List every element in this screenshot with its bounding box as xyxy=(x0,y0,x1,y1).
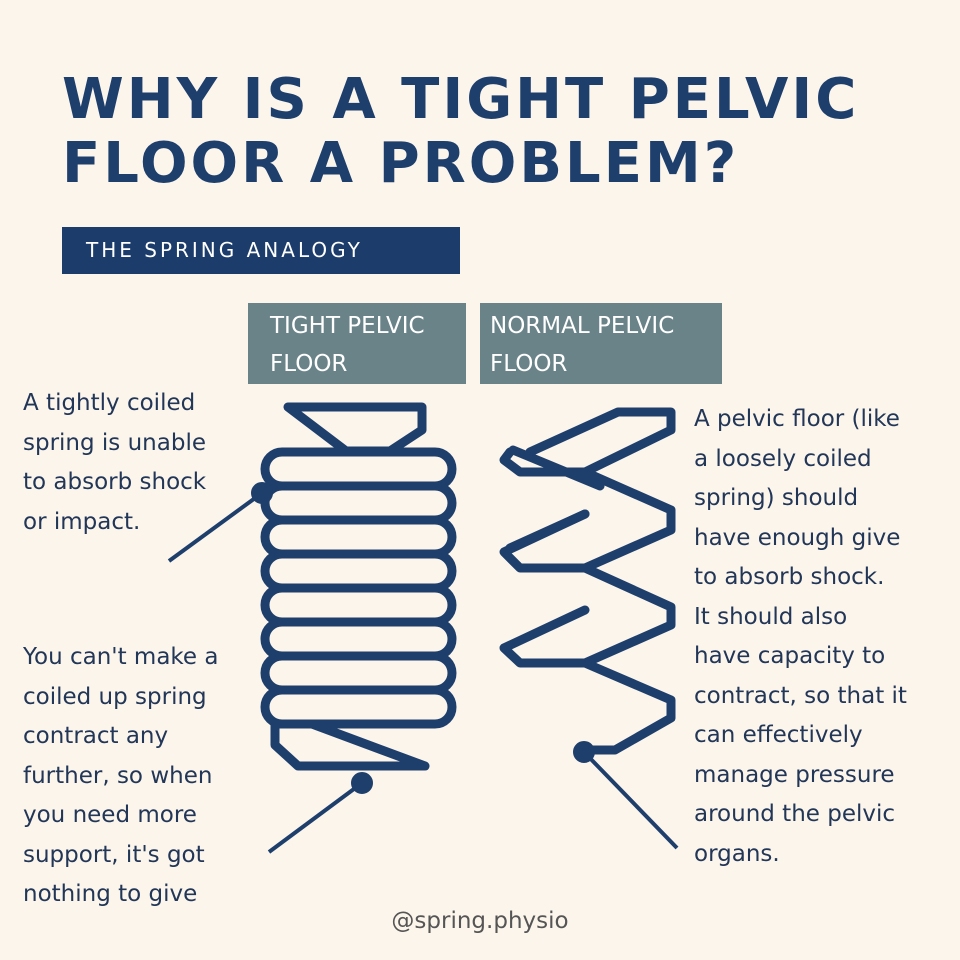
tight-label-line-1: TIGHT PELVIC xyxy=(270,313,425,339)
text-line: coiled up spring xyxy=(23,683,207,710)
text-line: have enough give xyxy=(694,524,901,551)
tight-label-line-2: FLOOR xyxy=(270,351,348,377)
text-line: contract any xyxy=(23,723,169,749)
title-line-1: WHY IS A TIGHT PELVIC xyxy=(62,67,860,132)
normal-label-line-2: FLOOR xyxy=(490,351,568,377)
tight-spring-shock-text: A tightly coiled spring is unable to abs… xyxy=(23,384,206,542)
pointer-dot-normal xyxy=(573,741,595,763)
text-line: You can't make a xyxy=(23,644,219,670)
tight-spring-contract-text: You can't make a coiled up spring contra… xyxy=(23,638,218,915)
tight-floor-label: TIGHT PELVIC FLOOR xyxy=(248,303,466,384)
pointer-dot-contract xyxy=(351,772,373,794)
pointer-line-shock xyxy=(167,491,264,563)
text-line: contract, so that it xyxy=(694,682,907,709)
text-line: spring is unable xyxy=(23,429,206,456)
text-line: organs. xyxy=(694,840,780,867)
text-line: or impact. xyxy=(23,508,141,535)
text-line: can effectively xyxy=(694,722,863,748)
text-line: have capacity to xyxy=(694,643,886,669)
text-line: It should also xyxy=(694,603,848,630)
text-line: around the pelvic xyxy=(694,801,896,827)
text-line: nothing to give xyxy=(23,881,198,907)
text-line: further, so when xyxy=(23,762,213,789)
text-line: to absorb shock. xyxy=(694,564,885,590)
text-line: a loosely coiled xyxy=(694,445,872,472)
text-line: A pelvic floor (like xyxy=(694,406,900,432)
page-title: WHY IS A TIGHT PELVIC FLOOR A PROBLEM? xyxy=(62,68,942,196)
normal-floor-label: NORMAL PELVIC FLOOR xyxy=(480,303,722,384)
text-line: manage pressure xyxy=(694,761,895,788)
pointer-line-normal xyxy=(582,750,679,850)
text-line: you need more xyxy=(23,802,197,828)
social-handle: @spring.physio xyxy=(391,908,569,934)
pointer-line-contract xyxy=(267,781,364,854)
normal-label-line-1: NORMAL PELVIC xyxy=(490,313,675,339)
text-line: A tightly coiled xyxy=(23,390,196,416)
title-line-2: FLOOR A PROBLEM? xyxy=(62,131,740,196)
tight-spring-icon xyxy=(260,402,457,771)
text-line: support, it's got xyxy=(23,841,205,868)
text-line: spring) should xyxy=(694,485,859,511)
pointer-dot-shock xyxy=(251,482,273,504)
pointer-lines xyxy=(167,482,679,854)
section-banner: THE SPRING ANALOGY xyxy=(62,227,460,274)
normal-spring-text: A pelvic floor (like a loosely coiled sp… xyxy=(694,400,907,874)
normal-spring-icon xyxy=(499,407,676,755)
text-line: to absorb shock xyxy=(23,469,207,495)
